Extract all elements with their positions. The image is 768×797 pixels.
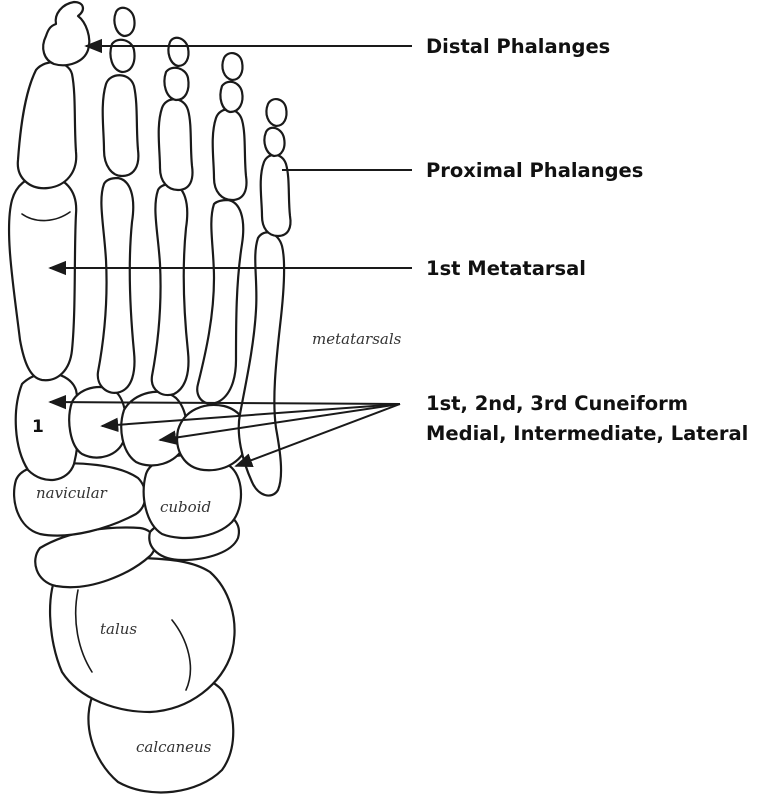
distal-phalanges-callout: Distal Phalanges bbox=[426, 35, 610, 58]
fourth-fifth-metatarsal-bases bbox=[176, 403, 250, 472]
toe-4-small-phalanges bbox=[219, 52, 244, 114]
proximal-phalanx-4 bbox=[211, 108, 248, 202]
cuboid-label: cuboid bbox=[160, 498, 211, 516]
toe-3-small-phalanges bbox=[163, 36, 190, 102]
proximal-phalanx-3 bbox=[157, 98, 194, 192]
toe-5-small-phalanges bbox=[263, 98, 288, 158]
proximal-phalanges-callout: Proximal Phalanges bbox=[426, 159, 643, 182]
first-metatarsal-callout: 1st Metatarsal bbox=[426, 257, 586, 280]
medial-cuneiform-number: 1 bbox=[32, 417, 44, 437]
leader-lateral-cuneiform bbox=[158, 403, 401, 445]
calcaneus-label: calcaneus bbox=[136, 738, 212, 756]
third-metatarsal-bone bbox=[150, 182, 190, 397]
second-metatarsal-bone bbox=[96, 176, 136, 394]
proximal-phalanx-5 bbox=[259, 153, 292, 238]
leader-medial-cuneiform bbox=[48, 394, 401, 410]
distal-phalanx-1 bbox=[42, 0, 91, 67]
talus-label: talus bbox=[100, 620, 137, 638]
leader-cuneiform-extra bbox=[234, 403, 401, 468]
cuneiform-callout-line1: 1st, 2nd, 3rd Cuneiform bbox=[426, 392, 688, 415]
first-metatarsal-bone bbox=[7, 174, 78, 382]
navicular-label: navicular bbox=[36, 484, 108, 502]
proximal-phalanx-2 bbox=[101, 74, 140, 178]
cuneiform-callout-line2: Medial, Intermediate, Lateral bbox=[426, 422, 748, 445]
leader-intermediate-cuneiform bbox=[100, 403, 401, 432]
fifth-metatarsal-bone bbox=[237, 231, 286, 497]
toe-2-small-phalanges bbox=[109, 6, 136, 74]
proximal-phalanx-1 bbox=[16, 61, 78, 190]
intermediate-cuneiform-bone bbox=[68, 385, 128, 459]
leader-lines bbox=[48, 38, 412, 468]
fourth-metatarsal-bone bbox=[196, 198, 245, 405]
metatarsals-label: metatarsals bbox=[312, 330, 402, 348]
